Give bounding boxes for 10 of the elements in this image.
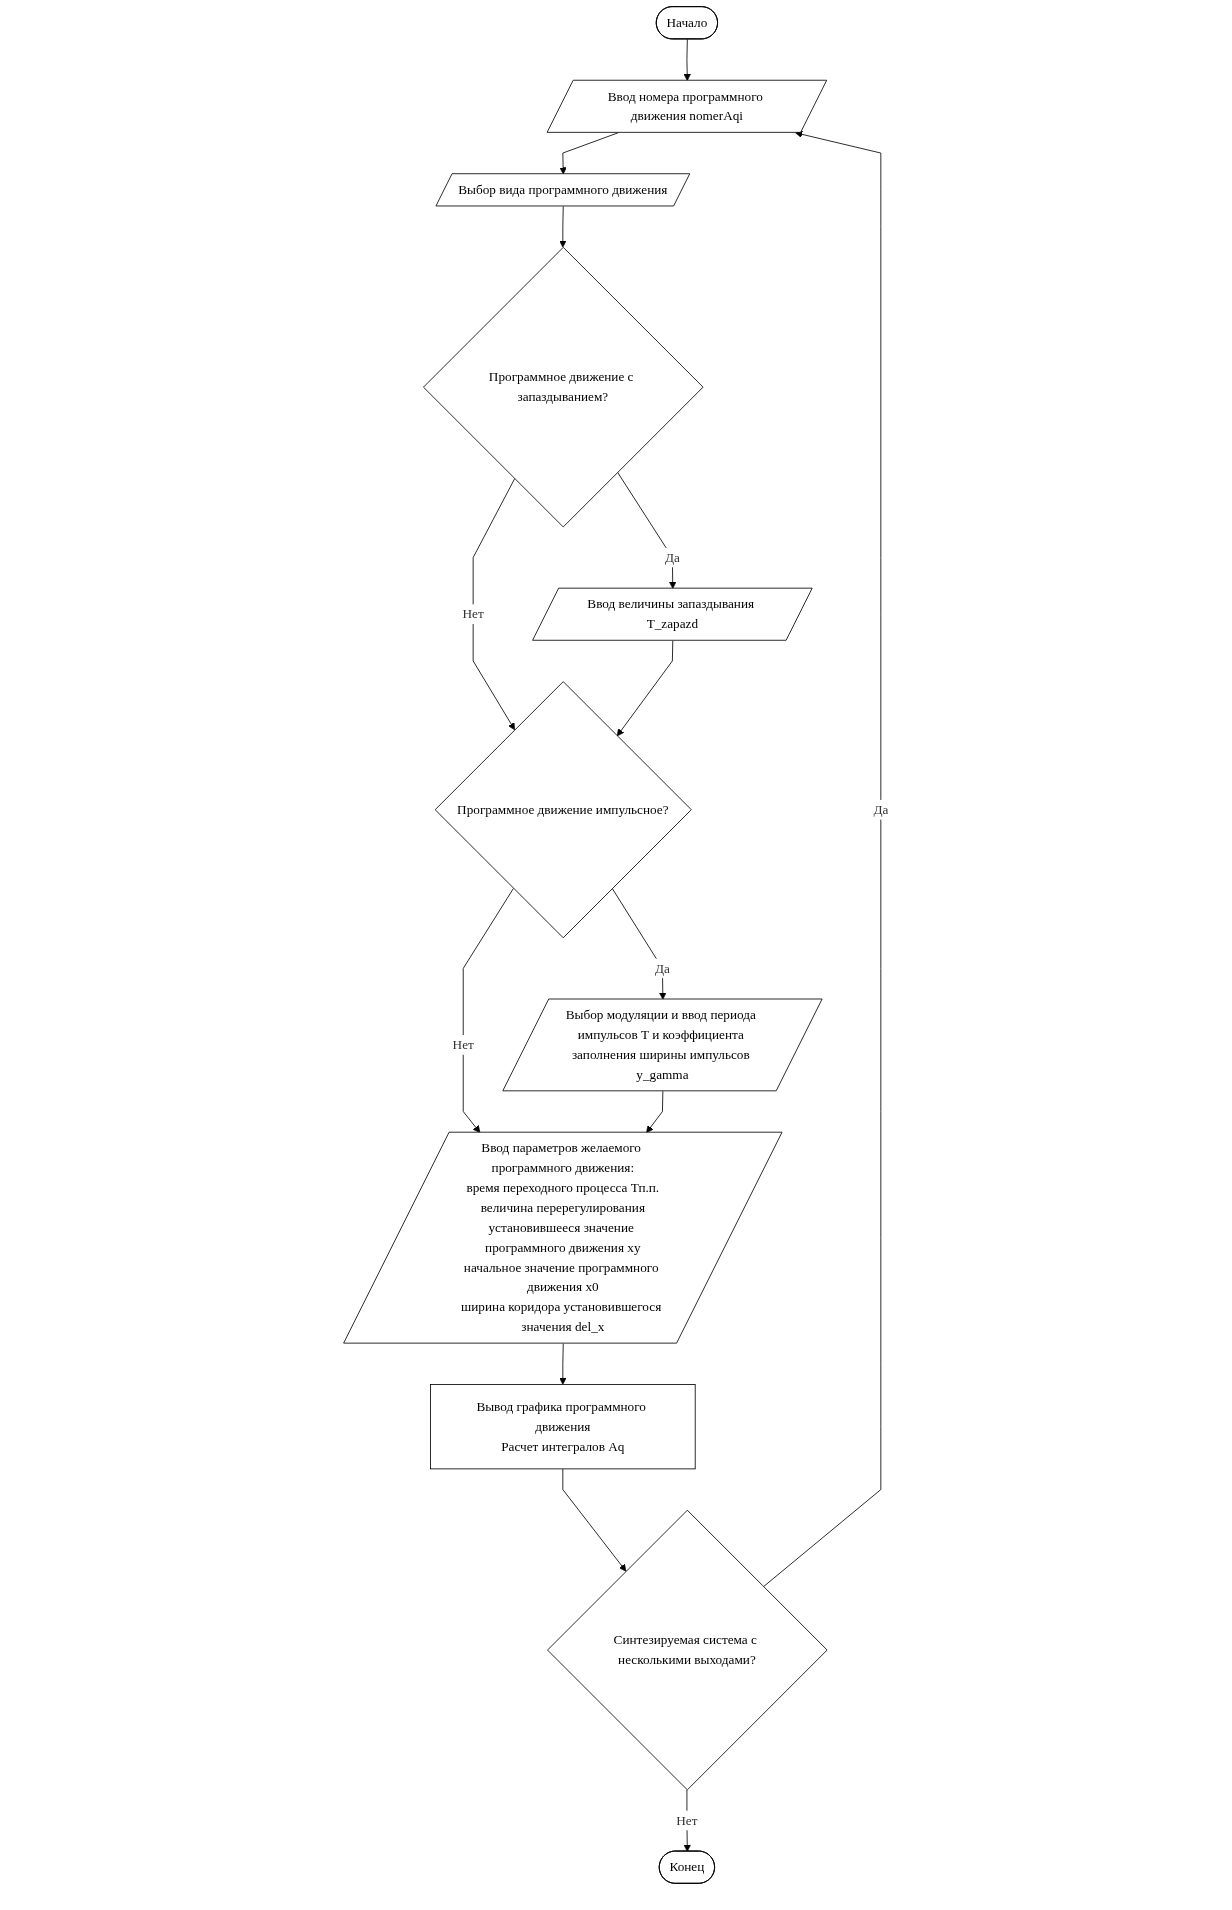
- edge-label: Да: [664, 550, 680, 565]
- edge-label: Нет: [452, 1037, 474, 1052]
- edge-label: Нет: [676, 1813, 698, 1828]
- edge-label: Нет: [462, 606, 484, 621]
- node-box: Вывод графика программного движения Расчет интегралов Aq: [430, 1384, 696, 1470]
- node-diamond: Программное движение импульсное?: [434, 681, 692, 939]
- node-diamond: Программное движение с запаздыванием?: [423, 246, 704, 528]
- edge-label: Да: [655, 960, 670, 976]
- edge-label: Да: [873, 802, 889, 817]
- node-diamond: Синтезируемая система с несколькими выходами?: [547, 1509, 828, 1791]
